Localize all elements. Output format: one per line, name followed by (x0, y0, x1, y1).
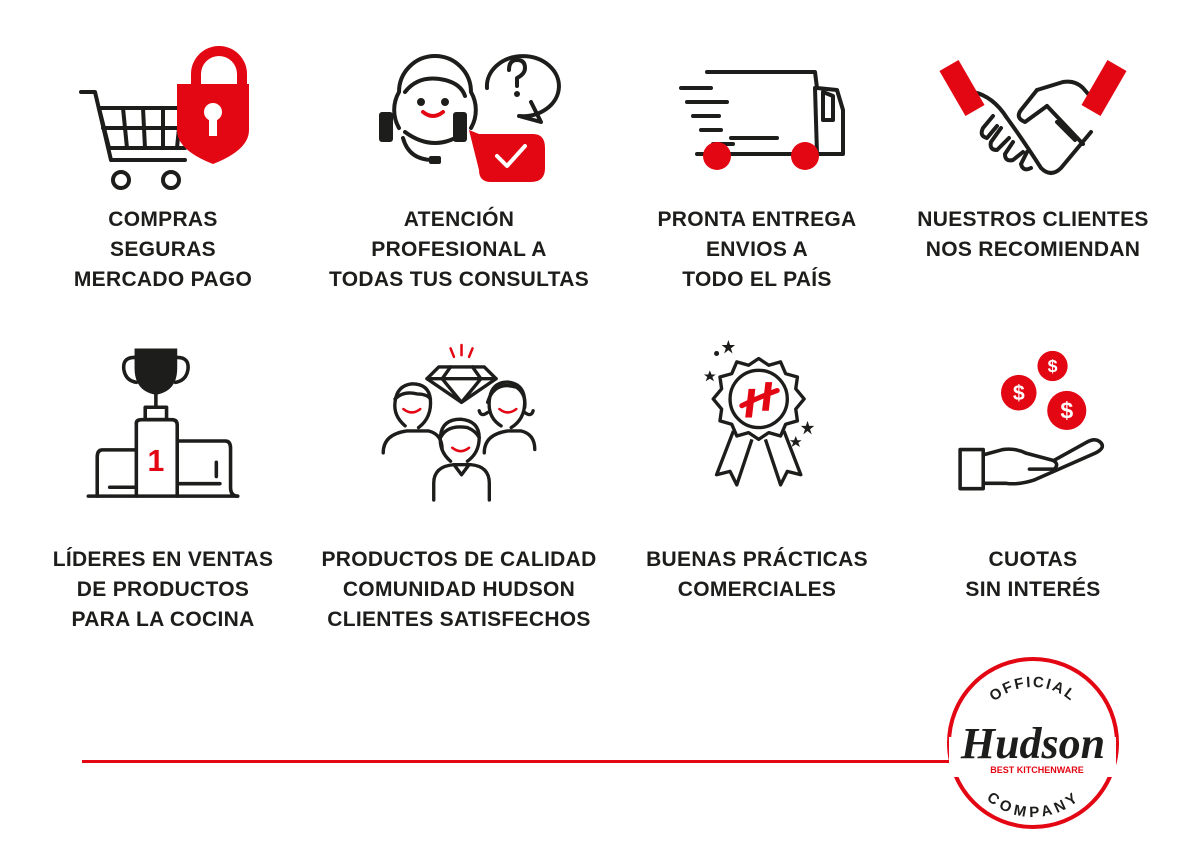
hudson-official-seal: OFFICIAL COMPANY Hudson BEST KITCHENWARE (945, 655, 1120, 830)
delivery-truck-icon (667, 30, 847, 190)
feature-label: LÍDERES EN VENTAS DE PRODUCTOS PARA LA C… (52, 548, 274, 631)
podium-place: 1 (147, 445, 164, 478)
community-diamond-icon (369, 340, 549, 502)
divider-line (82, 760, 962, 763)
feature-label: ATENCIÓN PROFESIONAL A TODAS TUS CONSULT… (328, 208, 590, 291)
svg-text:$: $ (1048, 356, 1058, 376)
trophy-podium-icon: 1 (73, 345, 253, 505)
feature-label: BUENAS PRÁCTICAS COMERCIALES (646, 548, 868, 601)
svg-text:$: $ (1060, 397, 1073, 423)
seal-tagline: BEST KITCHENWARE (990, 765, 1084, 775)
svg-text:$: $ (1013, 381, 1025, 405)
feature-label: COMPRAS SEGURAS MERCADO PAGO (73, 208, 253, 291)
cart-lock-icon (73, 30, 253, 190)
feature-label: PRODUCTOS DE CALIDAD COMUNIDAD HUDSON CL… (321, 548, 597, 631)
support-agent-icon (369, 30, 561, 190)
hand-coins-icon: $ $ $ (943, 350, 1123, 510)
feature-label: PRONTA ENTREGA ENVIOS A TODO EL PAÍS (657, 208, 857, 291)
handshake-icon (939, 30, 1127, 190)
award-rosette-icon (667, 340, 847, 500)
feature-label: NUESTROS CLIENTES NOS RECOMIENDAN (917, 208, 1149, 261)
feature-label: CUOTAS SIN INTERÉS (965, 548, 1101, 601)
seal-brand: Hudson (960, 719, 1105, 768)
